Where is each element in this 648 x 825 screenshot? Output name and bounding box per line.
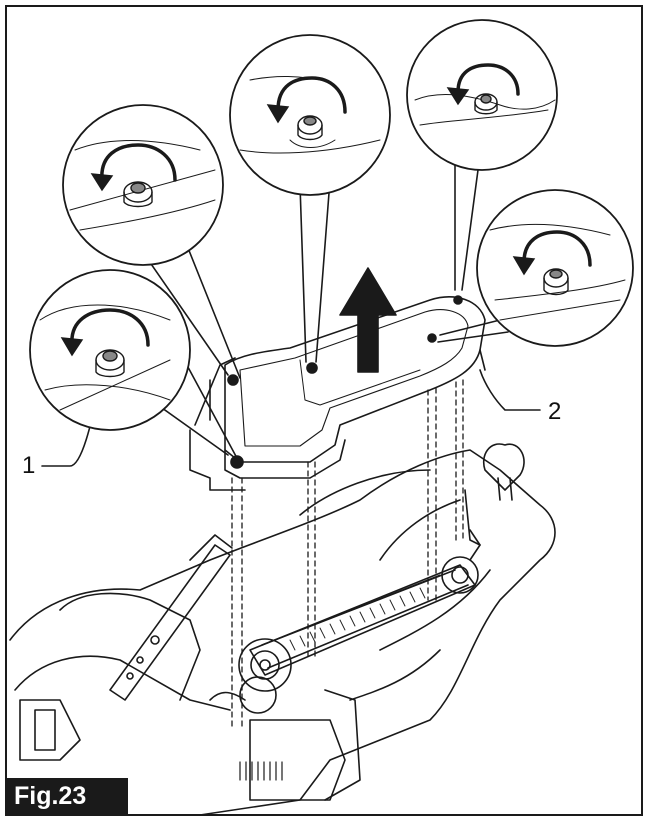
machine-body: [9, 443, 556, 816]
vent-slots: [239, 761, 283, 781]
detail-1-content: [39, 304, 171, 411]
mounting-bracket: [189, 357, 246, 491]
loosen-arrow-icon: [456, 63, 520, 96]
figure-label: Fig.23: [14, 782, 87, 810]
figure-label-box: [7, 778, 128, 815]
detail-5-content: [489, 224, 626, 321]
belt-assembly: [238, 529, 481, 714]
loosen-arrow-icon: [70, 308, 150, 347]
callout-number-2: 2: [548, 398, 562, 425]
detail-circle-3: [229, 34, 391, 196]
detail-4-content: [414, 63, 556, 126]
alignment-lines: [231, 379, 464, 731]
spindle-pulley: [441, 556, 479, 594]
loosen-arrow-icon: [276, 76, 347, 114]
callout-number-1: 1: [22, 452, 36, 479]
detail-3-content: [239, 76, 381, 154]
motor-pulley: [238, 638, 292, 692]
callout-leaders: [119, 149, 509, 461]
figure-border: [5, 5, 643, 816]
detail-circle-5: [476, 189, 634, 347]
loosen-arrow-icon: [522, 230, 592, 267]
lift-arrow-icon: [339, 267, 397, 373]
belt-teeth: [289, 587, 426, 651]
detail-2-content: [69, 140, 216, 231]
detail-circles: [29, 19, 634, 431]
leader-line-2: [479, 369, 541, 411]
loosen-arrow-icon: [100, 143, 177, 182]
belt-cover: [224, 295, 486, 479]
